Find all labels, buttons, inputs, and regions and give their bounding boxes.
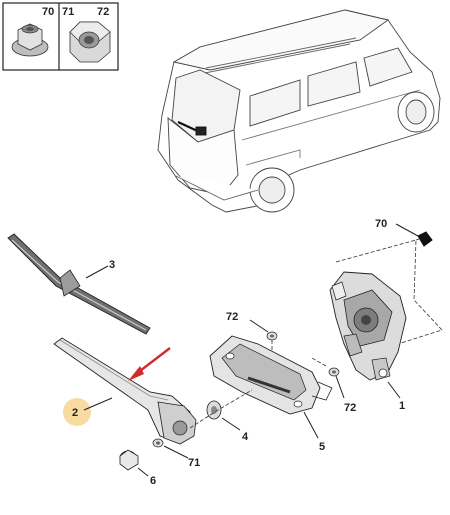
legend-label-70: 70 bbox=[42, 6, 54, 18]
legend-label-71: 71 bbox=[62, 6, 74, 18]
wiper-motor: 1 bbox=[329, 235, 443, 412]
red-arrow-icon bbox=[128, 347, 171, 381]
arm-nut: 71 bbox=[152, 438, 200, 469]
wiper-arm: 2 bbox=[53, 337, 197, 445]
vehicle-illustration bbox=[157, 9, 441, 213]
callout-70: 70 bbox=[375, 218, 387, 230]
nut-legend-box: 70 71 72 bbox=[2, 2, 119, 71]
callout-72-top: 72 bbox=[226, 311, 238, 323]
legend-label-72: 72 bbox=[97, 6, 109, 18]
bracket-nut-right: 72 bbox=[311, 357, 356, 414]
callout-2: 2 bbox=[72, 407, 78, 419]
hex-nut-icon bbox=[69, 21, 111, 63]
gasket-bracket: 5 bbox=[189, 335, 333, 453]
callout-4: 4 bbox=[242, 431, 249, 443]
callout-71: 71 bbox=[188, 457, 200, 469]
callout-3: 3 bbox=[109, 259, 115, 271]
callout-1: 1 bbox=[399, 400, 405, 412]
top-right-nut: 70 bbox=[375, 218, 433, 247]
flange-nut-icon bbox=[11, 23, 49, 57]
spindle-seal: 4 bbox=[206, 400, 249, 443]
nut-cap: 6 bbox=[119, 449, 156, 487]
bracket-nut-top: 72 bbox=[226, 311, 278, 352]
wiper-blade: 3 bbox=[7, 233, 151, 335]
arm-highlight-marker bbox=[63, 398, 91, 426]
callout-6: 6 bbox=[150, 475, 156, 487]
callout-5: 5 bbox=[319, 441, 325, 453]
callout-72-right: 72 bbox=[344, 402, 356, 414]
